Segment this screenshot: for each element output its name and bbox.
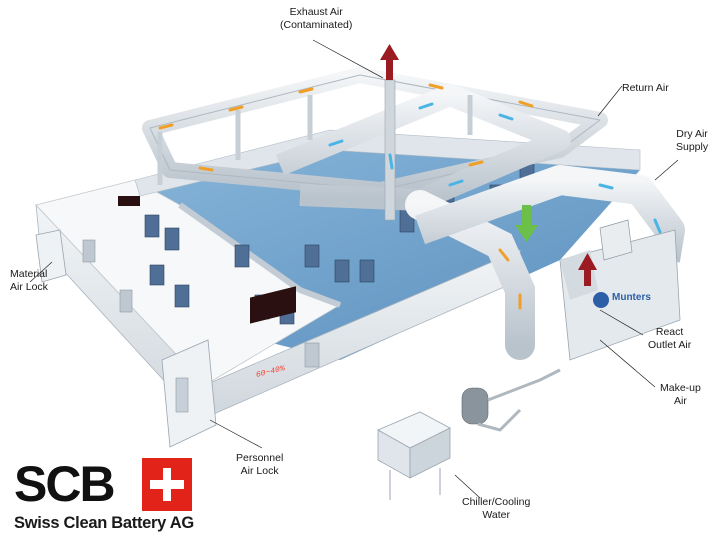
material-air-lock (35, 229, 67, 283)
exhaust-stack (384, 79, 396, 221)
display-left (118, 196, 140, 206)
callout-dry-air-supply: Dry Air Supply (676, 128, 708, 154)
logo-wordmark: SCB (14, 456, 116, 512)
swiss-cross-icon (142, 458, 192, 511)
scb-logo: SCB Swiss Clean Battery AG (14, 458, 194, 538)
return-flow-markers (158, 83, 534, 310)
personnel-air-lock (161, 339, 217, 448)
callout-make-up-air-line2: Air (674, 395, 687, 407)
callout-exhaust-air-line2: (Contaminated) (280, 19, 353, 31)
callout-make-up-air-line1: Make-up (660, 382, 701, 394)
wall-doors (82, 239, 320, 368)
callout-chiller-line1: Chiller/Cooling (462, 496, 531, 508)
callout-leaders (29, 39, 679, 499)
munters-brand: Munters (612, 292, 651, 303)
callout-material-air-lock-line1: Material (10, 268, 48, 280)
duct-drops (157, 95, 473, 185)
callout-material-air-lock: Material Air Lock (10, 268, 48, 294)
control-panel (599, 219, 633, 261)
callout-make-up-air: Make-up Air (660, 382, 701, 408)
callout-dry-air-supply-line1: Dry Air (676, 128, 708, 140)
callout-react-outlet-air-line1: React (655, 326, 684, 338)
logo-company-name: Swiss Clean Battery AG (14, 514, 194, 532)
callout-dry-air-supply-line2: Supply (676, 141, 709, 153)
callout-exhaust-air-line1: Exhaust Air (289, 6, 343, 18)
munters-logo-icon (593, 292, 609, 308)
callout-personnel-air-lock-line1: Personnel (236, 452, 284, 464)
callout-personnel-air-lock: Personnel Air Lock (236, 452, 283, 478)
react-outlet-arrow (578, 253, 597, 286)
callout-chiller-cooling-water: Chiller/Cooling Water (462, 496, 530, 522)
callout-react-outlet-air: React Outlet Air (648, 326, 691, 352)
callout-personnel-air-lock-line2: Air Lock (240, 465, 279, 477)
callout-chiller-line2: Water (482, 509, 510, 521)
callout-exhaust-air: Exhaust Air (Contaminated) (280, 6, 352, 32)
make-up-air-arrow (515, 205, 538, 242)
callout-material-air-lock-line2: Air Lock (10, 281, 48, 293)
supply-flow-markers (328, 102, 662, 234)
interior-partition (178, 202, 342, 308)
callout-react-outlet-air-line2: Outlet Air (648, 339, 692, 351)
callout-return-air: Return Air (622, 82, 669, 95)
chiller-system (377, 368, 561, 500)
exhaust-arrow (380, 44, 399, 80)
callout-return-air-line1: Return Air (622, 82, 669, 94)
